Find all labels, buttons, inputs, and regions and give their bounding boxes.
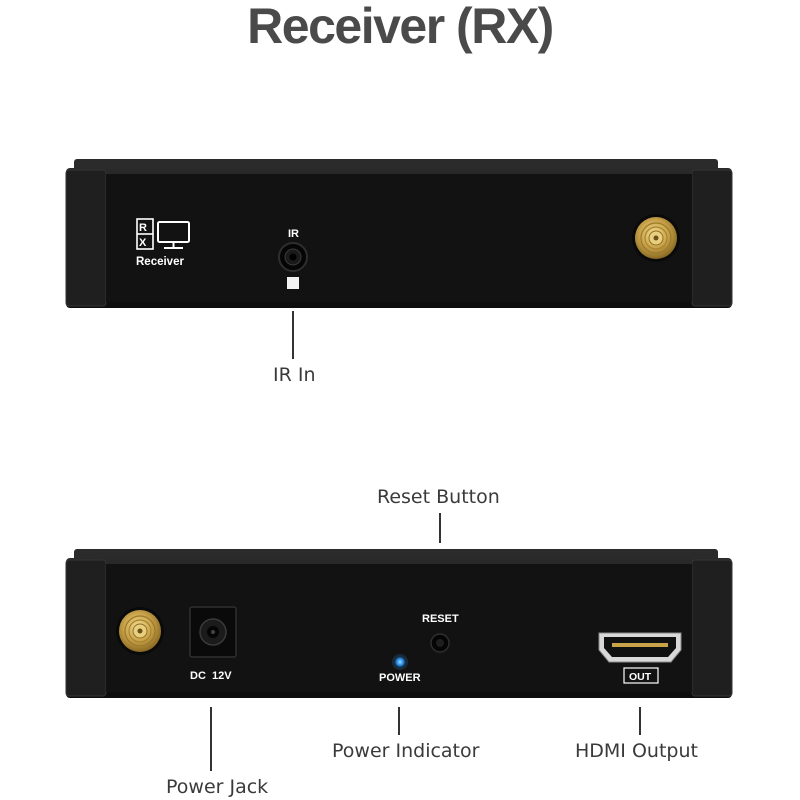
bottom-device-panel: DC 12V RESET POWER OUT	[65, 549, 733, 698]
power-led-indicator	[392, 654, 408, 670]
reset-port-label: RESET	[422, 613, 459, 625]
svg-text:X: X	[139, 237, 147, 249]
ir-sensor-window	[287, 277, 299, 289]
top-left-bracket	[65, 169, 107, 307]
bottom-antenna-connector-icon	[116, 607, 164, 655]
ir-in-leader-line	[292, 311, 294, 359]
power-jack-callout: Power Jack	[166, 776, 269, 798]
power-indicator-callout: Power Indicator	[332, 740, 480, 762]
hdmi-output-callout: HDMI Output	[575, 740, 698, 762]
power-led-label: POWER	[379, 672, 421, 684]
monitor-icon	[157, 221, 190, 249]
hdmi-out-label: OUT	[629, 671, 652, 683]
power-jack-leader-line	[210, 707, 212, 771]
dc-power-jack	[189, 606, 237, 658]
hdmi-out-label-box	[623, 667, 659, 684]
rx-logo-text: R	[139, 222, 147, 234]
ir-in-callout: IR In	[273, 364, 316, 386]
top-antenna-connector-icon	[632, 214, 680, 262]
reset-button-leader-line	[439, 513, 441, 543]
power-indicator-leader-line	[398, 707, 400, 735]
receiver-logo-label: Receiver	[136, 256, 184, 268]
reset-button-callout: Reset Button	[377, 486, 500, 508]
hdmi-output-leader-line	[639, 707, 641, 735]
top-right-bracket	[691, 169, 733, 307]
bottom-left-bracket	[65, 559, 107, 697]
dc-port-label: DC 12V	[190, 670, 232, 682]
rx-logo: R X Receiver	[136, 218, 190, 268]
top-faceplate	[106, 174, 692, 302]
bottom-right-bracket	[691, 559, 733, 697]
top-device-panel: R X Receiver IR	[65, 159, 733, 308]
page-title: Receiver (RX)	[247, 0, 554, 54]
ir-port-label: IR	[288, 228, 299, 240]
hdmi-port-icon	[598, 632, 682, 663]
ir-jack	[278, 242, 308, 272]
reset-button-hole	[430, 633, 450, 653]
